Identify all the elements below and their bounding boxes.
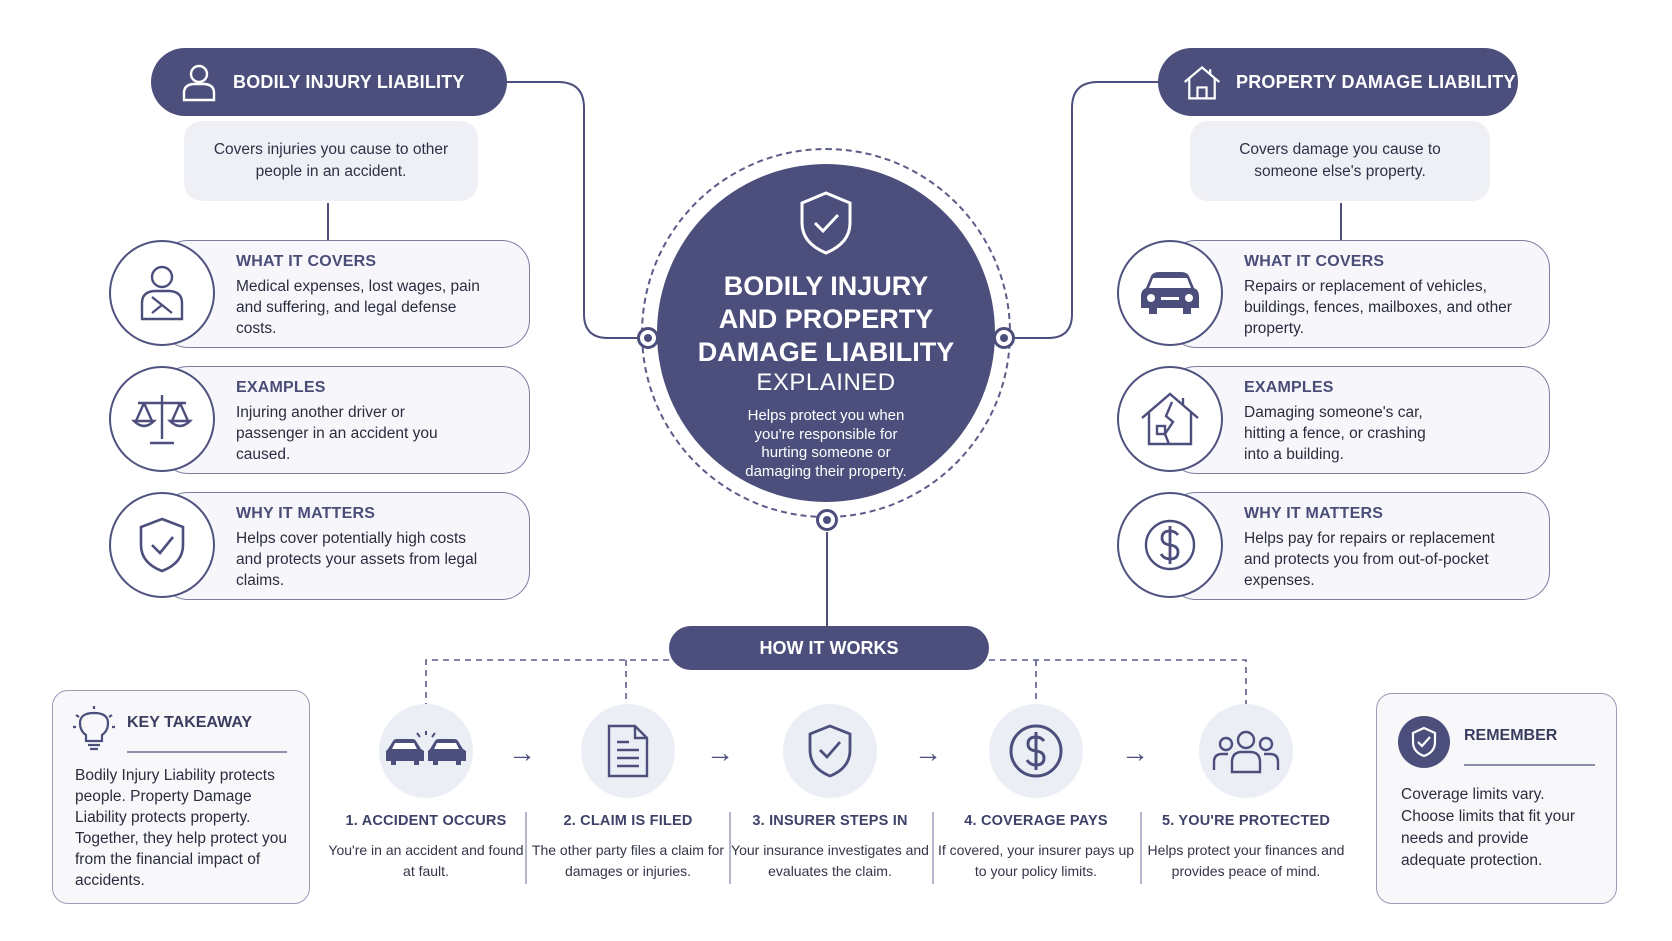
people-group-icon [1199, 704, 1293, 798]
card-body: Helps cover potentially high costs and p… [236, 530, 478, 589]
property-damage-header: PROPERTY DAMAGE LIABILITY [1158, 48, 1518, 116]
house-icon [1182, 62, 1222, 102]
property-damage-title: PROPERTY DAMAGE LIABILITY [1236, 71, 1516, 92]
center-title: BODILY INJURY AND PROPERTY DAMAGE LIABIL… [697, 271, 955, 367]
arrow-right-icon: → [1121, 737, 1149, 768]
step-desc: Your insurance investigates and evaluate… [731, 842, 929, 879]
step-title: 1. ACCIDENT OCCURS [345, 813, 507, 829]
step-desc: Helps protect your finances and provides… [1147, 842, 1345, 879]
divider [127, 751, 287, 753]
connector-node-right [993, 327, 1015, 349]
dollar-icon [1117, 492, 1223, 598]
card-title: EXAMPLES [236, 379, 326, 396]
document-icon [581, 704, 675, 798]
scales-icon [109, 366, 215, 472]
key-takeaway-box [52, 690, 310, 904]
step-desc: You're in an accident and found at fault… [328, 842, 524, 879]
card-body: Damaging someone's car, hitting a fence,… [1244, 404, 1426, 463]
card-body: Repairs or replacement of vehicles, buil… [1244, 278, 1512, 337]
step-desc: If covered, your insurer pays up to your… [937, 842, 1135, 879]
cars-collision-icon [379, 704, 473, 798]
bodily-card-what-it-covers [160, 240, 530, 348]
how-it-works-header: HOW IT WORKS [669, 626, 989, 670]
remember-body: Coverage limits vary. Choose limits that… [1401, 786, 1576, 869]
card-title: WHAT IT COVERS [236, 253, 377, 270]
remember-title: REMEMBER [1464, 727, 1558, 744]
step-divider [932, 812, 934, 884]
property-card-what-it-covers [1168, 240, 1550, 348]
dollar-icon [989, 704, 1083, 798]
card-title: WHY IT MATTERS [1244, 505, 1384, 522]
bodily-card-why-it-matters [160, 492, 530, 600]
bodily-injury-header: BODILY INJURY LIABILITY [151, 48, 507, 116]
divider [1464, 764, 1595, 766]
center-description: Helps protect you when you're responsibl… [745, 407, 907, 480]
bodily-injury-description: Covers injuries you cause to other peopl… [184, 121, 478, 201]
card-body: Helps pay for repairs or replacement and… [1244, 530, 1495, 589]
shield-check-icon [796, 189, 856, 262]
step-desc: The other party files a claim for damage… [531, 842, 725, 879]
bodily-card-examples [160, 366, 530, 474]
step-divider [729, 812, 731, 884]
step-divider [525, 812, 527, 884]
person-icon [179, 62, 219, 102]
step-divider [1140, 812, 1142, 884]
connector-node-bottom [816, 509, 838, 531]
key-takeaway-body: Bodily Injury Liability protects people.… [75, 767, 287, 889]
property-card-examples [1168, 366, 1550, 474]
card-title: WHY IT MATTERS [236, 505, 376, 522]
key-takeaway-title: KEY TAKEAWAY [127, 714, 253, 731]
arrow-right-icon: → [508, 737, 536, 768]
card-title: EXAMPLES [1244, 379, 1334, 396]
step-title: 2. CLAIM IS FILED [563, 813, 693, 829]
card-body: Medical expenses, lost wages, pain and s… [236, 278, 480, 337]
damaged-house-icon [1117, 366, 1223, 472]
lightbulb-icon [72, 705, 116, 756]
shield-check-icon [109, 492, 215, 598]
property-card-why-it-matters [1168, 492, 1550, 600]
car-icon [1117, 240, 1223, 346]
step-title: 3. INSURER STEPS IN [752, 813, 908, 829]
arrow-right-icon: → [914, 737, 942, 768]
property-damage-description: Covers damage you cause to someone else'… [1190, 121, 1490, 201]
shield-check-icon [783, 704, 877, 798]
connector-node-left [637, 327, 659, 349]
shield-check-icon [1398, 716, 1450, 768]
bodily-injury-title: BODILY INJURY LIABILITY [233, 71, 465, 92]
card-title: WHAT IT COVERS [1244, 253, 1385, 270]
center-circle [657, 164, 995, 502]
injured-person-icon [109, 240, 215, 346]
card-body: Injuring another driver or passenger in … [236, 404, 438, 463]
step-title: 5. YOU'RE PROTECTED [1161, 813, 1331, 829]
step-title: 4. COVERAGE PAYS [964, 813, 1108, 829]
arrow-right-icon: → [706, 737, 734, 768]
center-subtitle: EXPLAINED [756, 369, 896, 396]
